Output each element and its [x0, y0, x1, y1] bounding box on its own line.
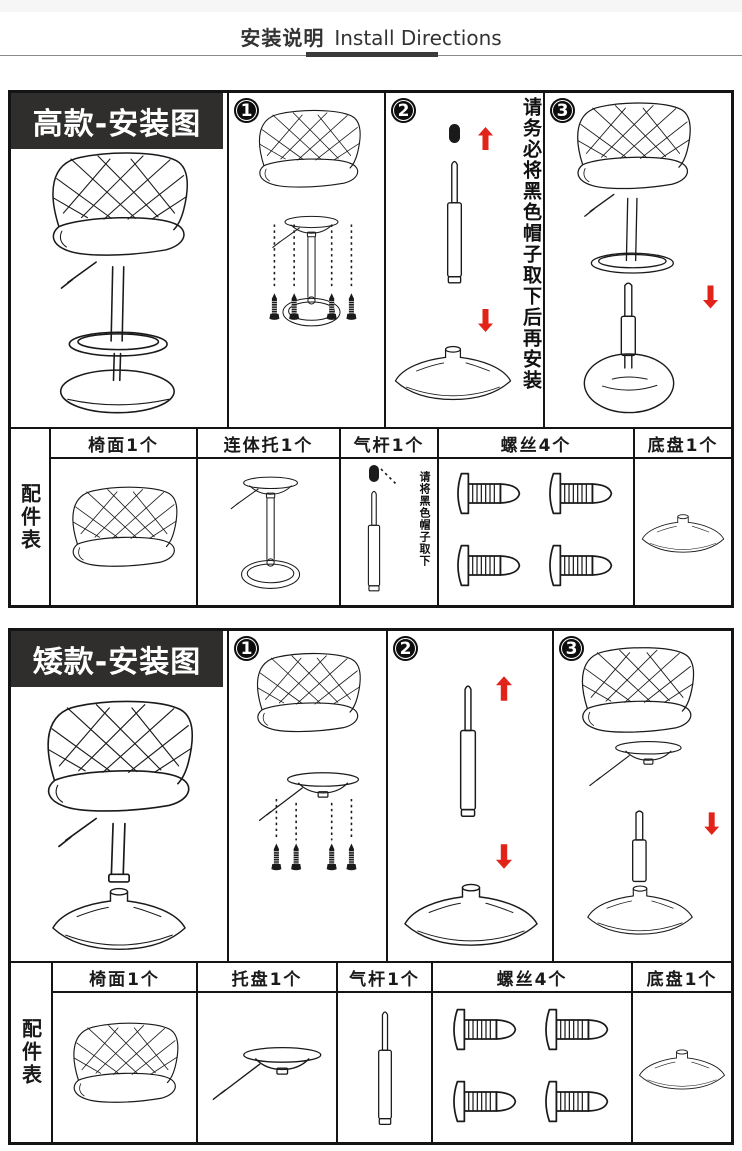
polebase-illustration	[225, 467, 313, 597]
gasrod-with-cap-illustration	[367, 465, 398, 592]
short-step3-illustration	[554, 631, 720, 961]
tall-chair-illustration	[26, 147, 212, 419]
page-title-zh: 安装说明	[240, 26, 325, 50]
tall-cell-base	[633, 459, 731, 605]
tall-step1-illustration	[258, 109, 361, 327]
step-3-badge: 3	[559, 636, 584, 661]
tall-side-note: 请务必将黑色帽子取下后再安装	[520, 97, 542, 391]
top-strip	[0, 0, 742, 12]
tray-illustration	[204, 1031, 330, 1104]
step-2-badge: 2	[393, 636, 418, 661]
short-showcase-column: 矮款-安装图	[11, 631, 227, 961]
short-step-3: 3	[552, 631, 731, 961]
tall-col-base: 底盘1个	[633, 429, 731, 459]
tall-step-1: 1	[227, 93, 384, 427]
tall-step2-illustration	[394, 124, 512, 401]
tall-cell-seat	[49, 459, 196, 605]
tall-cell-screws	[437, 459, 633, 605]
short-steps-row: 矮款-安装图 1 2	[11, 631, 731, 961]
short-step2-illustration	[404, 676, 538, 946]
tall-showcase-column: 高款-安装图	[11, 93, 227, 427]
tall-parts-table-label: 配件表	[17, 482, 42, 552]
short-parts-table: 配件表 椅面1个 托盘1个 气杆1个 螺丝4个 底盘1个	[11, 961, 731, 1142]
seat-illustration	[61, 1018, 189, 1118]
gasrod-cap-note: 请将黑色帽子取下	[418, 471, 431, 567]
tall-cell-gasrod: 请将黑色帽子取下	[339, 459, 437, 605]
short-col-screws: 螺丝4个	[431, 963, 631, 993]
step-3-badge: 3	[550, 98, 575, 123]
tall-col-seat: 椅面1个	[49, 429, 196, 459]
short-cell-screws	[431, 993, 631, 1142]
tall-steps-row: 高款-安装图 1 2	[11, 93, 731, 427]
gasrod-illustration	[366, 1004, 404, 1132]
page-title-en: Install Directions	[334, 26, 502, 50]
tall-step3-illustration	[545, 93, 718, 414]
short-col-base: 底盘1个	[631, 963, 731, 993]
screws-illustration	[453, 1008, 609, 1122]
base-illustration	[634, 1044, 730, 1092]
short-col-gasrod: 气杆1个	[336, 963, 431, 993]
short-cell-base	[631, 993, 731, 1142]
header-accent-bar	[306, 52, 438, 57]
panel-short-model: 矮款-安装图 1 2	[8, 628, 734, 1145]
short-step-2: 2	[386, 631, 552, 961]
step-1-badge: 1	[234, 636, 259, 661]
page-title: 安装说明 Install Directions	[0, 22, 742, 51]
short-chair-illustration	[21, 695, 217, 953]
screws-illustration	[457, 472, 613, 587]
tall-col-polebase: 连体托1个	[196, 429, 339, 459]
tall-step-3: 3	[543, 93, 731, 427]
base-illustration	[637, 509, 729, 555]
short-cell-gasrod	[336, 993, 431, 1142]
short-panel-title: 矮款-安装图	[11, 631, 223, 687]
short-col-tray: 托盘1个	[196, 963, 336, 993]
tall-col-gasrod: 气杆1个	[339, 429, 437, 459]
tall-step-2: 2 请务必将黑色帽子取下后再安装	[384, 93, 543, 427]
short-step1-illustration	[256, 652, 361, 871]
seat-illustration	[60, 482, 188, 582]
short-cell-tray	[196, 993, 336, 1142]
short-parts-table-label: 配件表	[18, 1018, 43, 1087]
step-1-badge: 1	[234, 98, 259, 123]
short-step-1: 1	[227, 631, 386, 961]
tall-panel-title: 高款-安装图	[11, 93, 223, 149]
panel-tall-model: 高款-安装图 1 2	[8, 90, 734, 608]
short-cell-seat	[51, 993, 196, 1142]
short-col-seat: 椅面1个	[51, 963, 196, 993]
step-2-badge: 2	[391, 98, 416, 123]
tall-parts-table: 配件表 椅面1个 连体托1个 气杆1个 螺丝4个 底盘1个 请将黑色帽子取下	[11, 427, 731, 605]
tall-col-screws: 螺丝4个	[437, 429, 633, 459]
tall-cell-polebase	[196, 459, 339, 605]
